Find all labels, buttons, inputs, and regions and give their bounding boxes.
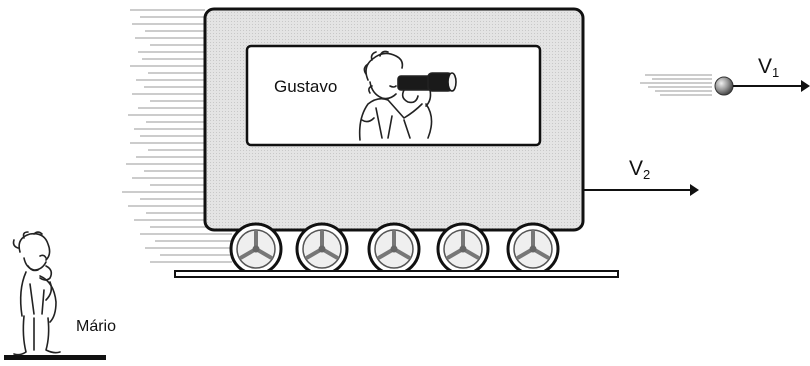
wagon-track xyxy=(175,271,618,277)
ball-motion-lines xyxy=(640,75,712,95)
mario-label: Mário xyxy=(76,318,116,336)
v1-label: V1 xyxy=(758,55,779,80)
v1-symbol: V xyxy=(758,55,772,78)
gustavo-label: Gustavo xyxy=(274,77,337,97)
wheel xyxy=(297,224,347,274)
v2-label: V2 xyxy=(629,157,650,182)
standing-person-icon xyxy=(14,232,61,355)
wheel xyxy=(508,224,558,274)
velocity-arrow-v2 xyxy=(583,184,699,196)
wheel xyxy=(438,224,488,274)
wheel xyxy=(231,224,281,274)
v2-symbol: V xyxy=(629,157,643,180)
velocity-arrow-v1 xyxy=(733,80,810,92)
ground-line xyxy=(4,355,106,360)
v1-subscript: 1 xyxy=(772,65,779,80)
ball-icon xyxy=(715,77,733,95)
wheel xyxy=(369,224,419,274)
v2-subscript: 2 xyxy=(643,167,650,182)
